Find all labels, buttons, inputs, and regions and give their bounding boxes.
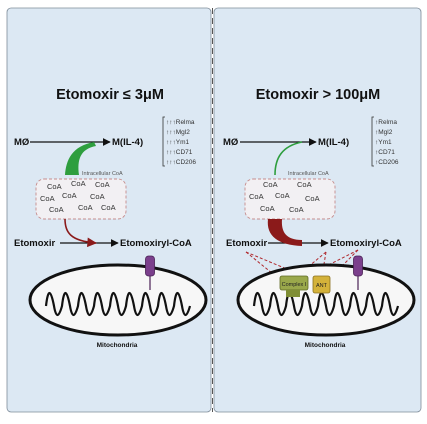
left-product-label: Etomoxiryl-CoA (120, 238, 192, 249)
right-mitochondrion (236, 263, 416, 337)
coa-molecule: CoA (90, 192, 105, 201)
left-etomoxir-label: Etomoxir (14, 238, 55, 249)
right-etomoxir-label: Etomoxir (226, 238, 267, 249)
left-polarized-label: M(IL-4) (112, 137, 143, 148)
left-macrophage-label: MØ (14, 137, 29, 148)
right-title: Etomoxir > 100μM (256, 87, 381, 103)
right-marker-cd206: ↑CD206 (375, 159, 399, 166)
right-mitochondria-label: Mitochondria (305, 342, 346, 349)
left-marker-ym1: ↑↑↑Ym1 (166, 139, 190, 146)
right-marker-relma: ↑Relma (375, 119, 397, 126)
right-coa-pool (244, 178, 336, 220)
right-marker-mgl2: ↑Mgl2 (375, 129, 393, 136)
right-polarized-label: M(IL-4) (318, 137, 349, 148)
right-marker-cd71: ↑CD71 (375, 149, 395, 156)
coa-molecule: CoA (71, 179, 86, 188)
complex-i-label: Complex I (282, 282, 307, 288)
ant-label: ANT (316, 283, 328, 289)
coa-molecule: CoA (78, 203, 93, 212)
right-product-label: Etomoxiryl-CoA (330, 238, 402, 249)
coa-molecule: CoA (263, 180, 278, 189)
right-macrophage-label: MØ (223, 137, 238, 148)
left-coa-pool-label: Intracellular CoA (82, 171, 123, 177)
complex-i-base (286, 290, 300, 297)
coa-molecule: CoA (49, 205, 64, 214)
coa-molecule: CoA (249, 192, 264, 201)
left-coa-pool (35, 178, 127, 220)
left-marker-bracket (162, 116, 165, 167)
left-marker-cd71: ↑↑↑CD71 (166, 149, 193, 156)
coa-molecule: CoA (95, 180, 110, 189)
coa-molecule: CoA (305, 194, 320, 203)
right-marker-bracket (371, 116, 374, 167)
left-marker-mgl2: ↑↑↑Mgl2 (166, 129, 190, 136)
right-coa-supply-arrow (274, 141, 303, 176)
right-coa-consumption-arrow (267, 219, 302, 246)
coa-molecule: CoA (101, 203, 116, 212)
left-marker-cd206: ↑↑↑CD206 (166, 159, 196, 166)
coa-molecule: CoA (275, 191, 290, 200)
ant-transporter (312, 275, 331, 294)
left-mitochondrion (28, 263, 208, 337)
coa-molecule: CoA (260, 204, 275, 213)
coa-molecule: CoA (40, 194, 55, 203)
right-coa-pool-label: Intracellular CoA (288, 171, 329, 177)
coa-molecule: CoA (47, 182, 62, 191)
left-coa-consumption-arrow (64, 218, 97, 248)
left-coa-supply-arrow (65, 142, 96, 175)
left-marker-relma: ↑↑↑Relma (166, 119, 195, 126)
right-marker-ym1: ↑Ym1 (375, 139, 392, 146)
coa-molecule: CoA (62, 191, 77, 200)
coa-molecule: CoA (297, 180, 312, 189)
coa-molecule: CoA (289, 205, 304, 214)
left-mitochondria-label: Mitochondria (97, 342, 138, 349)
left-title: Etomoxir ≤ 3μM (56, 87, 164, 103)
